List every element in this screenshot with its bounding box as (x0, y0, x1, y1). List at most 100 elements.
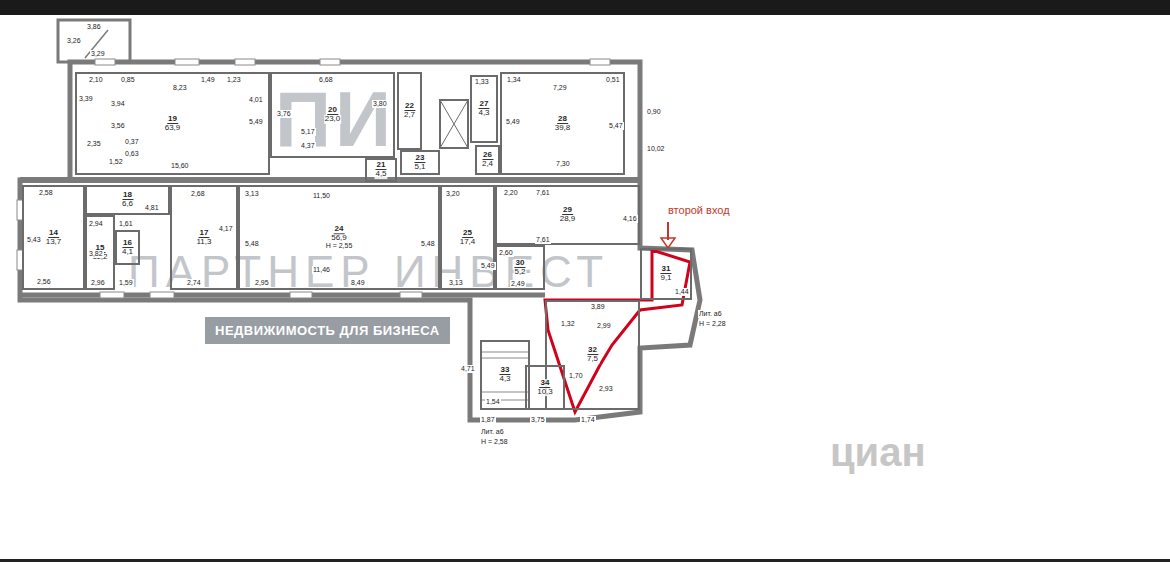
room: 327,5 (545, 300, 640, 410)
dimension: Н = 2,28 (698, 320, 727, 328)
room-area: 56,9 (330, 234, 348, 242)
room-number: 14 (48, 229, 59, 238)
dimension: 2,94 (88, 220, 104, 228)
dimension: 0,51 (605, 76, 621, 84)
dimension: 3,89 (590, 303, 606, 311)
room-number: 24 (334, 225, 345, 234)
dimension: 3,13 (448, 279, 464, 287)
dimension: 3,76 (276, 110, 292, 118)
dimension: 5,48 (420, 240, 436, 248)
room: 164,1 (115, 230, 140, 265)
room-number: 34 (540, 379, 551, 388)
room-label: 2839,8 (554, 115, 572, 133)
room-area: 4,5 (374, 171, 387, 179)
dimension: 1,23 (226, 76, 242, 84)
room-number: 31 (661, 265, 672, 274)
top-bar (0, 0, 1170, 15)
dimension: 4,01 (248, 96, 264, 104)
dimension: 3,80 (372, 100, 388, 108)
dimension: 5,49 (248, 118, 264, 126)
room-label: 2023,0 (324, 106, 342, 124)
watermark: ПАРТНЕР ИНВЕСТ (128, 250, 609, 294)
dimension: 3,26 (66, 37, 82, 45)
dimension: 1,44 (674, 288, 690, 296)
dimension: 3,86 (86, 23, 102, 31)
dimension: Лит. а6 (698, 310, 723, 318)
room-area: 2,4 (481, 161, 494, 169)
dimension: 3,39 (78, 95, 94, 103)
room-area: 9,1 (659, 275, 672, 283)
dimension: 5,48 (244, 240, 260, 248)
room-area: 23,0 (324, 116, 342, 124)
dimension: 8,23 (172, 84, 188, 92)
dimension: 7,61 (535, 236, 551, 244)
outer-wall (20, 62, 700, 420)
room-number: 33 (500, 366, 511, 375)
room-number: 17 (199, 229, 210, 238)
room-label: 235,1 (413, 154, 426, 172)
watermark: циан (830, 430, 926, 475)
dimension: 5,17 (300, 128, 316, 136)
room-area: 5,2 (513, 268, 526, 276)
dimension: 4,81 (144, 204, 160, 212)
dimension: 15,60 (170, 162, 190, 170)
ceiling-height: Н = 2,55 (325, 243, 354, 250)
dimension: 1,32 (560, 320, 576, 328)
dimension: 1,33 (474, 78, 490, 86)
room-label: 1711,3 (196, 229, 213, 247)
lift-shaft (440, 100, 468, 148)
annex-wall (58, 20, 130, 62)
annex-stair (85, 30, 108, 58)
dimension: 1,61 (118, 220, 134, 228)
room: 2456,9Н = 2,55 (238, 185, 440, 290)
room-label: 1413,7 (45, 229, 63, 247)
dimension: 11,46 (312, 266, 331, 274)
room-label: 2456,9Н = 2,55 (325, 225, 354, 250)
room-number: 20 (327, 106, 338, 115)
room-number: 18 (122, 191, 133, 200)
dimension: 3,82 (88, 250, 104, 258)
room-area: 6,6 (121, 201, 134, 209)
room-area: 17,4 (459, 238, 477, 246)
room-area: 63,9 (164, 124, 182, 132)
room: 214,5 (365, 158, 397, 182)
room: 262,4 (475, 145, 500, 175)
stair-steps (482, 352, 528, 400)
windows (17, 59, 610, 298)
dimension: 2,96 (90, 279, 106, 287)
dimension: 8,49 (350, 279, 366, 287)
dimension: 2,93 (598, 385, 614, 393)
entrance-arrow (661, 238, 675, 248)
room-number: 21 (376, 161, 387, 170)
dimension: 1,54 (485, 398, 501, 406)
lift-shaft (440, 100, 468, 148)
dimension: 2,74 (186, 279, 202, 287)
dimension: 0,90 (646, 108, 662, 116)
room-label: 214,5 (374, 161, 387, 179)
room-area: 10,3 (536, 388, 554, 396)
dimension: 4,17 (218, 225, 234, 233)
room-label: 334,3 (498, 366, 511, 384)
dimension: 6,68 (318, 76, 334, 84)
room: 1711,3 (170, 185, 238, 290)
dimension: 1,52 (108, 158, 124, 166)
room-label: 3410,3 (536, 379, 554, 397)
dimension: 1,59 (118, 279, 134, 287)
dimension: 4,16 (622, 215, 638, 223)
dimension: 1,70 (568, 372, 584, 380)
room-number: 23 (415, 154, 426, 163)
room-area: 2,7 (403, 112, 416, 120)
dimension: 4,71 (460, 365, 476, 373)
dimension: 4,37 (300, 142, 316, 150)
room-number: 32 (587, 346, 598, 355)
room-label: 164,1 (121, 239, 134, 257)
dimension: 3,56 (110, 122, 126, 130)
dimension: 5,49 (505, 118, 521, 126)
dimension: 2,58 (38, 189, 54, 197)
dimension: 7,29 (552, 84, 568, 92)
dimension: 2,10 (88, 76, 104, 84)
room-label: 2517,4 (459, 229, 477, 247)
dimension: 3,75 (530, 416, 546, 424)
room-label: 305,2 (513, 259, 526, 277)
dimension: 1,87 (480, 416, 496, 424)
